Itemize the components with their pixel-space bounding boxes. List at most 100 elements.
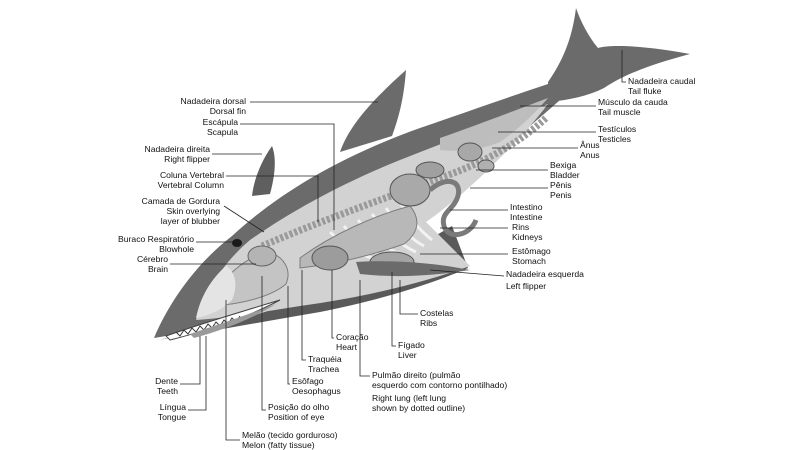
bladder-shape (477, 159, 495, 173)
label-liver: Fígado Liver (398, 340, 425, 360)
label-trachea: Traquéia Trachea (308, 354, 342, 374)
label-tongue-pt: Língua (159, 402, 186, 412)
label-heart: Coração Heart (336, 332, 368, 352)
label-brain-en: Brain (147, 264, 168, 274)
label-right-lung-en2: shown by dotted outline) (372, 403, 466, 413)
label-dorsal-fin-pt: Nadadeira dorsal (180, 96, 246, 106)
label-left-flipper-pt: Nadadeira esquerda (506, 269, 584, 279)
label-testicles-pt: Testículos (598, 124, 637, 134)
label-kidneys-pt: Rins (512, 222, 530, 232)
label-teeth-pt: Dente (155, 376, 178, 386)
left-flipper-shape (356, 261, 470, 277)
label-ribs-pt: Costelas (420, 308, 454, 318)
label-blowhole-en: Blowhole (159, 244, 194, 254)
label-dorsal-fin: Nadadeira dorsal Dorsal fin (181, 96, 246, 116)
label-blowhole-pt: Buraco Respiratório (118, 234, 194, 244)
label-right-flipper-en: Right flipper (164, 154, 210, 164)
brain-shape (247, 245, 277, 267)
label-scapula: Escápula Scapula (203, 117, 238, 137)
label-stomach: Estômago Stomach (512, 246, 551, 266)
label-tail-fluke-en: Tail fluke (628, 86, 662, 96)
label-eye-en: Position of eye (268, 412, 325, 422)
dorsal-fin-shape (340, 70, 406, 152)
label-penis-en: Penis (550, 190, 572, 200)
label-testicles-en: Testicles (598, 134, 631, 144)
label-vertebral-column-pt: Coluna Vertebral (159, 170, 224, 180)
vertebral-column-shape (260, 115, 549, 250)
label-bladder-pt: Bexiga (550, 160, 577, 170)
label-eye-pt: Posição do olho (268, 402, 330, 412)
label-penis-pt: Pênis (550, 180, 572, 190)
label-melon: Melão (tecido gorduroso) Melon (fatty ti… (242, 430, 338, 450)
label-tail-fluke-pt: Nadadeira caudal (628, 76, 696, 86)
stomach-shape (389, 173, 431, 207)
melon-shape (196, 266, 236, 318)
label-liver-pt: Fígado (398, 340, 425, 350)
label-right-lung-pt1: Pulmão direito (pulmão (372, 370, 461, 380)
label-left-flipper-en: Left flipper (506, 281, 547, 291)
label-liver-en: Liver (398, 350, 417, 360)
label-tail-muscle-pt: Músculo da cauda (598, 97, 668, 107)
label-oesophagus-pt: Esôfago (292, 376, 324, 386)
label-anus: Ânus Anus (580, 140, 600, 160)
label-intestine: Intestino Intestine (510, 202, 543, 222)
label-scapula-pt: Escápula (202, 117, 238, 127)
label-teeth-en: Teeth (156, 386, 178, 396)
label-vertebral-column-en: Vertebral Column (157, 180, 224, 190)
label-scapula-en: Scapula (206, 127, 238, 137)
label-tongue-en: Tongue (157, 412, 186, 422)
label-bladder: Bexiga Bladder (550, 160, 580, 180)
tongue-shape (190, 304, 276, 338)
label-vertebral-column: Coluna Vertebral Vertebral Column (158, 170, 224, 190)
label-stomach-pt: Estômago (512, 246, 551, 256)
tail-fluke-shape (548, 8, 690, 102)
label-left-flipper: Nadadeira esquerda Left flipper (506, 268, 584, 292)
label-blubber-en1: Skin overlying (166, 206, 221, 216)
label-brain: Cérebro Brain (137, 254, 168, 274)
kidney-shape (415, 161, 445, 179)
label-melon-pt: Melão (tecido gorduroso) (242, 430, 338, 440)
label-tongue: Língua Tongue (158, 402, 186, 422)
label-heart-en: Heart (336, 342, 358, 352)
label-tail-fluke: Nadadeira caudal Tail fluke (628, 76, 695, 96)
label-bladder-en: Bladder (550, 170, 580, 180)
label-oesophagus: Esôfago Oesophagus (292, 376, 341, 396)
label-ribs-en: Ribs (420, 318, 438, 328)
label-anus-pt: Ânus (580, 140, 600, 150)
label-testicles: Testículos Testicles (598, 124, 636, 144)
label-anus-en: Anus (580, 150, 600, 160)
label-right-lung: Pulmão direito (pulmão esquerdo com cont… (372, 370, 507, 413)
label-blowhole: Buraco Respiratório Blowhole (118, 234, 194, 254)
intestine-shape (428, 179, 479, 237)
heart-shape (311, 245, 349, 271)
label-blubber: Camada de Gordura Skin overlying layer o… (142, 196, 220, 226)
label-kidneys-en: Kidneys (512, 232, 543, 242)
label-eye: Posição do olho Position of eye (268, 402, 329, 422)
tail-muscle-shape (440, 98, 548, 151)
label-teeth: Dente Teeth (155, 376, 178, 396)
blowhole-shape (232, 239, 242, 247)
label-blubber-pt: Camada de Gordura (141, 196, 220, 206)
label-right-flipper: Nadadeira direita Right flipper (145, 144, 210, 164)
label-tail-muscle-en: Tail muscle (598, 107, 641, 117)
label-trachea-pt: Traquéia (308, 354, 342, 364)
label-right-lung-pt2: esquerdo com contorno pontilhado) (372, 380, 508, 390)
label-melon-en: Melon (fatty tissue) (242, 440, 315, 450)
label-right-flipper-pt: Nadadeira direita (144, 144, 210, 154)
label-kidneys: Rins Kidneys (512, 222, 543, 242)
label-trachea-en: Trachea (308, 364, 340, 374)
label-heart-pt: Coração (336, 332, 369, 342)
label-dorsal-fin-en: Dorsal fin (209, 106, 246, 116)
label-stomach-en: Stomach (512, 256, 546, 266)
label-brain-pt: Cérebro (136, 254, 168, 264)
label-intestine-pt: Intestino (510, 202, 543, 212)
label-ribs: Costelas Ribs (420, 308, 453, 328)
testicle-shape (457, 142, 483, 162)
right-flipper-shape (252, 146, 275, 196)
label-intestine-en: Intestine (510, 212, 543, 222)
label-penis: Pênis Penis (550, 180, 572, 200)
label-tail-muscle: Músculo da cauda Tail muscle (598, 97, 668, 117)
label-blubber-en2: layer of blubber (160, 216, 220, 226)
